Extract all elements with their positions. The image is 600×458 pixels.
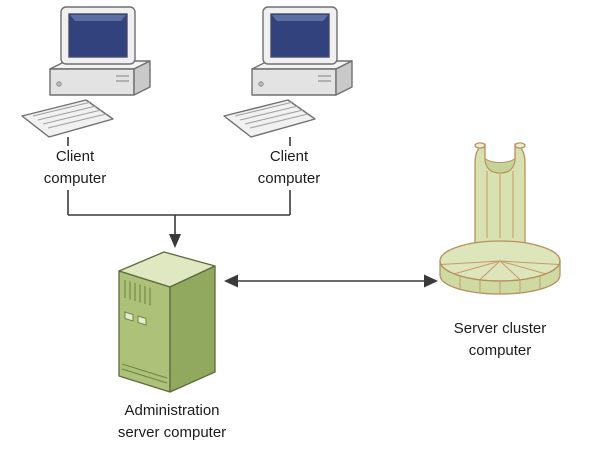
server-tower-icon bbox=[118, 251, 216, 393]
label-line: Administration bbox=[124, 402, 220, 419]
system-unit bbox=[49, 60, 151, 96]
label-line: computer bbox=[257, 170, 321, 187]
desktop-computer-icon bbox=[223, 6, 353, 138]
tower-vents bbox=[124, 280, 151, 306]
arrowhead-right bbox=[424, 274, 438, 288]
label-line: Client bbox=[269, 148, 309, 165]
label-line: server computer bbox=[117, 424, 227, 441]
cluster-rook-icon bbox=[439, 142, 561, 295]
client-computer-1-icon bbox=[20, 5, 160, 145]
cluster-horn-left bbox=[474, 142, 486, 149]
keyboard bbox=[223, 99, 316, 138]
client-computer-2-label: Client computer bbox=[224, 146, 354, 190]
admin-server-label: Administration server computer bbox=[72, 400, 272, 444]
tower-buttons bbox=[124, 311, 147, 326]
label-line: computer bbox=[468, 342, 532, 359]
cluster-base-radials bbox=[440, 260, 560, 281]
client-computer-1-label: Client computer bbox=[10, 146, 140, 190]
system-unit bbox=[251, 60, 353, 96]
admin-server-tower-icon bbox=[112, 246, 222, 398]
client-computer-2-icon bbox=[222, 5, 362, 145]
keyboard bbox=[21, 99, 114, 138]
server-cluster-icon bbox=[435, 133, 565, 313]
tower-ridges bbox=[121, 363, 168, 384]
arrowhead-down bbox=[169, 234, 181, 248]
label-line: computer bbox=[43, 170, 107, 187]
server-cluster-label: Server cluster computer bbox=[426, 318, 574, 362]
label-line: Client bbox=[55, 148, 95, 165]
cluster-horn-right bbox=[514, 142, 526, 149]
label-line: Server cluster bbox=[453, 320, 547, 337]
cluster-turret-seams bbox=[486, 171, 514, 238]
cluster-turret-saddle bbox=[484, 157, 516, 174]
cluster-skirt-seams bbox=[459, 276, 541, 294]
desktop-computer-icon bbox=[21, 6, 151, 138]
monitor bbox=[262, 6, 338, 65]
monitor bbox=[60, 6, 136, 65]
cluster-base-skirt bbox=[439, 260, 561, 295]
tower-side-face bbox=[169, 265, 216, 393]
arrowhead-left bbox=[224, 274, 238, 288]
